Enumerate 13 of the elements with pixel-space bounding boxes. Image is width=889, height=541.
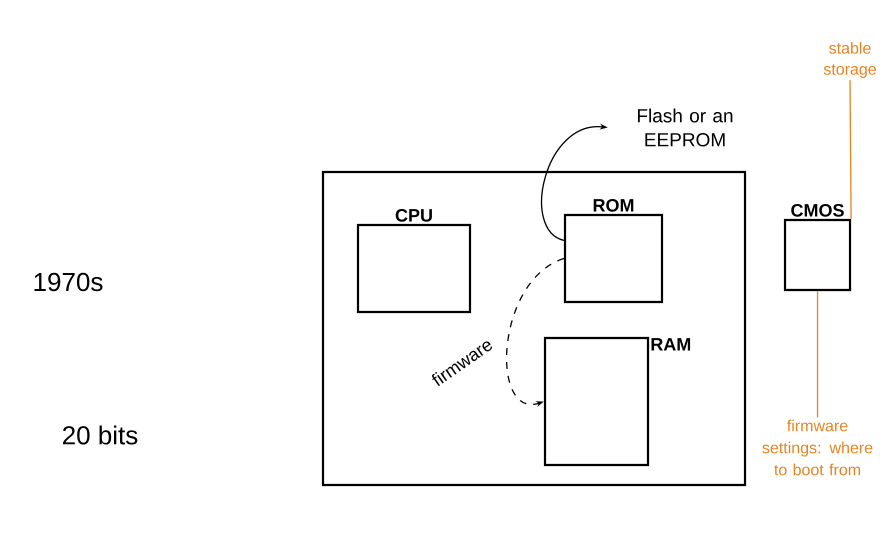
chip-box: CPU [356,208,472,314]
node-label: RAM [652,338,690,350]
side-note: 20 bits [63,425,138,445]
node-label: CPU [396,208,432,222]
node-label: CMOS [791,204,844,217]
side-note: 1970s [34,272,102,292]
annotation-text: Flash or an EEPROM [638,108,732,146]
annotation-text: firmware settings: where to boot from [762,420,872,476]
node-label: ROM [594,198,634,212]
annotation-text: stable storage [824,42,876,78]
chip-box: RAM [544,336,690,466]
chip-box: CMOS [784,204,852,292]
chip-box: ROM [564,198,664,304]
